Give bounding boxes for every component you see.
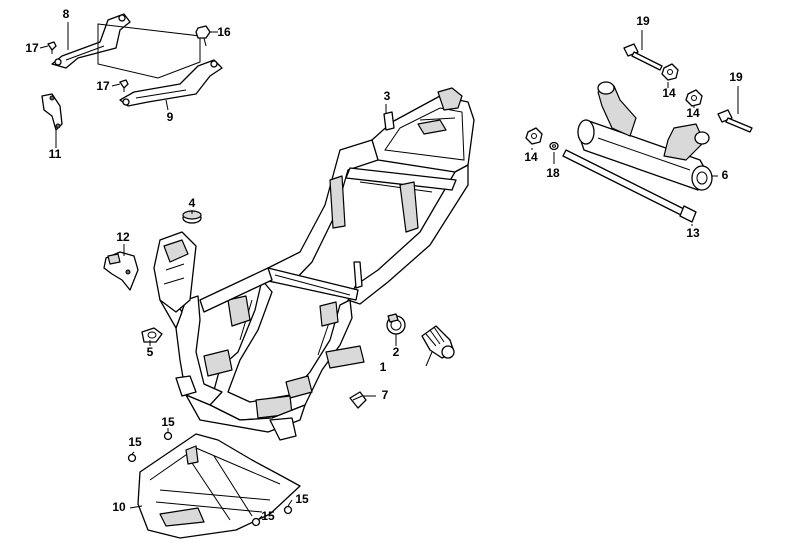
callout-18: 18 [546,166,560,180]
callout-9: 9 [166,110,174,124]
part-19-bolts [623,43,753,133]
callout-14b: 14 [662,86,676,100]
part-6-hanger [577,81,713,191]
part-8-bracket [51,13,131,69]
part-18-washer [549,141,559,151]
callout-13: 13 [686,226,700,240]
callout-17b: 17 [96,79,110,93]
part-16-bolt [195,25,211,47]
part-11-bracket [41,93,63,131]
callout-15d: 15 [261,509,275,523]
callout-15b: 15 [128,435,142,449]
callout-11: 11 [48,147,62,161]
main-frame [153,87,475,441]
callout-2: 2 [392,345,400,359]
part-13-bolt [562,149,697,223]
callout-10: 10 [112,500,126,514]
callout-19a: 19 [636,14,650,28]
part-2-clamp [386,313,406,335]
callout-12: 12 [116,230,130,244]
callout-17a: 17 [25,41,39,55]
callout-4: 4 [188,196,196,210]
part-5-rubber [141,327,163,343]
part-17-screws [47,41,129,92]
part-1-duct [421,325,455,359]
part-9-bracket [119,59,223,107]
callout-3: 3 [383,89,391,103]
part-12-bracket [103,251,139,291]
part-14-nuts [525,63,703,145]
callout-5: 5 [146,345,154,359]
part-10-cover [137,433,301,539]
callout-7: 7 [381,388,389,402]
callout-1: 1 [379,360,387,374]
part-7-clip [349,391,367,409]
callout-15a: 15 [161,415,175,429]
callout-19b: 19 [729,70,743,84]
callout-14c: 14 [686,106,700,120]
part-15-screws [127,431,293,527]
callout-8: 8 [62,7,70,21]
leader-lines [39,22,739,521]
callout-15c: 15 [295,492,309,506]
callout-14a: 14 [524,150,538,164]
callout-16: 16 [217,25,231,39]
callout-6: 6 [721,168,729,182]
